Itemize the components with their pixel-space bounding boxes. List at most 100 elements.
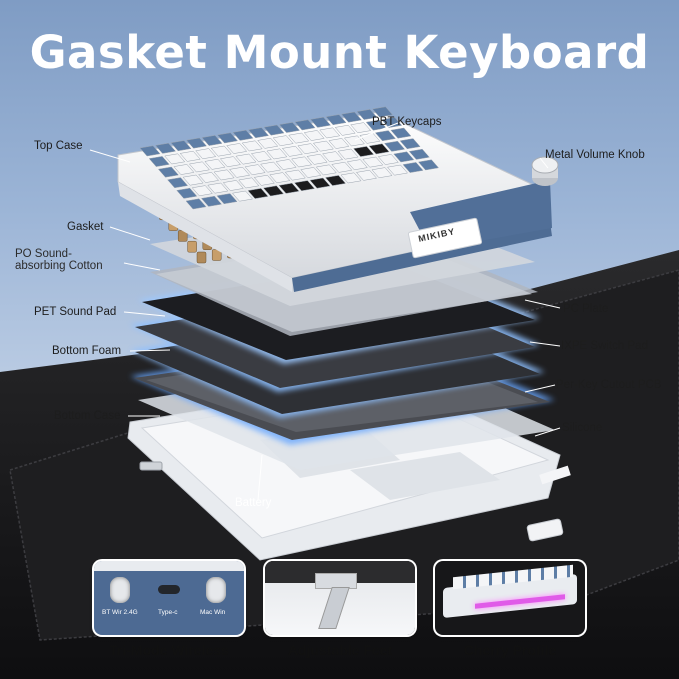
- label-silicone: Silicone: [562, 422, 603, 434]
- keycap-grid: [139, 106, 439, 210]
- keycap: [353, 146, 375, 157]
- caption-adjustable-feet: Adjustable Feet: [287, 642, 393, 658]
- keycap: [198, 172, 220, 183]
- keycap: [322, 151, 344, 163]
- keycap: [148, 156, 170, 167]
- keycap: [219, 156, 241, 168]
- keycap: [248, 127, 269, 139]
- mode-switch-icon: [110, 577, 130, 603]
- keycap: [164, 153, 186, 165]
- keycap: [402, 162, 424, 173]
- label-gasket: Gasket: [67, 221, 104, 233]
- label-battery: Battery: [235, 497, 272, 509]
- keycap: [312, 140, 334, 152]
- keycap: [291, 156, 313, 168]
- caption-tri-mode-wireless: Tri-Mode Wireless: [109, 642, 229, 658]
- keycap: [368, 143, 390, 155]
- keycap: [229, 166, 251, 178]
- keycap: [303, 130, 325, 141]
- keycap: [210, 145, 232, 157]
- keycap: [216, 193, 238, 205]
- keycap: [387, 164, 408, 176]
- keycap: [294, 180, 315, 192]
- label-bottom-foam: Bottom Foam: [52, 345, 122, 357]
- keycap: [226, 143, 248, 154]
- switch: [196, 251, 207, 264]
- keycap: [337, 148, 359, 160]
- keycap: [390, 127, 412, 139]
- keycap: [288, 132, 310, 144]
- keycap: [263, 124, 285, 136]
- keycap: [232, 190, 253, 202]
- keycap: [173, 164, 195, 175]
- page-title: Gasket Mount Keyboard: [29, 26, 650, 79]
- keycap: [232, 129, 254, 141]
- keycap: [306, 153, 328, 165]
- metal-volume-knob: [531, 156, 559, 186]
- keycap: [372, 106, 393, 118]
- keycap: [250, 151, 272, 162]
- keycap: [157, 166, 179, 178]
- keycap: [310, 116, 331, 128]
- label-pbt-keycaps: PBT Keycaps: [372, 116, 442, 128]
- keycap: [346, 159, 368, 171]
- label-po-sound-line2: absorbing Cotton: [15, 260, 103, 272]
- keycap: [182, 174, 204, 186]
- panel-tri-mode-wireless: BT Wir 2.4G Type-c Mac Win: [94, 561, 244, 635]
- keycap: [170, 140, 192, 152]
- label-per-key-cutout-pcb: Per-Key Cutout PCB: [556, 379, 662, 391]
- keycap: [325, 175, 346, 186]
- keycap: [201, 135, 223, 146]
- keycap: [241, 140, 263, 152]
- label-ixpe-switch-pad: IXPE Switch Pad: [561, 340, 648, 352]
- keycap: [408, 148, 430, 160]
- keycap: [269, 172, 291, 184]
- usb-c-port-icon: [158, 585, 180, 594]
- keycap: [257, 137, 279, 149]
- os-switch-icon: [206, 577, 226, 603]
- keycap: [275, 159, 297, 170]
- keycap: [279, 122, 300, 133]
- keycap: [393, 151, 415, 163]
- keycap: [179, 150, 201, 162]
- keycap: [188, 161, 210, 173]
- keycap: [191, 185, 213, 197]
- keycap: [253, 174, 275, 186]
- keycap: [418, 159, 439, 171]
- keycap: [263, 185, 284, 197]
- label-po-sound-line1: PO Sound-: [15, 248, 72, 260]
- keycap: [340, 172, 362, 184]
- keycap: [309, 177, 331, 189]
- keycap: [315, 164, 337, 176]
- keycap: [325, 114, 347, 126]
- panel-adjustable-feet: [265, 561, 415, 635]
- keycap: [331, 161, 353, 173]
- keycap: [381, 117, 403, 128]
- keycap: [155, 142, 176, 154]
- keycap: [297, 143, 319, 155]
- keycap: [207, 182, 229, 194]
- keycap: [278, 182, 300, 194]
- keycap: [300, 167, 322, 178]
- keycap: [362, 156, 384, 168]
- keycap: [213, 169, 235, 181]
- keycap: [356, 109, 378, 120]
- keycap: [281, 145, 303, 157]
- label-pc-plate: PC Plate: [563, 303, 609, 315]
- keycap: [377, 154, 399, 165]
- keycap: [195, 148, 217, 160]
- panel-cherry-profile: [435, 561, 585, 635]
- mode-switch-text: BT Wir 2.4G: [102, 609, 138, 616]
- label-top-case: Top Case: [34, 140, 83, 152]
- caption-cherry-profile: Cherry Profile: [463, 642, 557, 658]
- keycap: [139, 145, 161, 157]
- label-pet-sound-pad: PET Sound Pad: [34, 306, 117, 318]
- keycap: [185, 198, 207, 210]
- keycap: [176, 187, 198, 199]
- keycap: [374, 130, 396, 142]
- keycap: [260, 161, 282, 173]
- keycap: [244, 164, 266, 176]
- keycap: [272, 135, 294, 147]
- port-text: Type-c: [158, 609, 178, 616]
- keycap: [356, 169, 377, 181]
